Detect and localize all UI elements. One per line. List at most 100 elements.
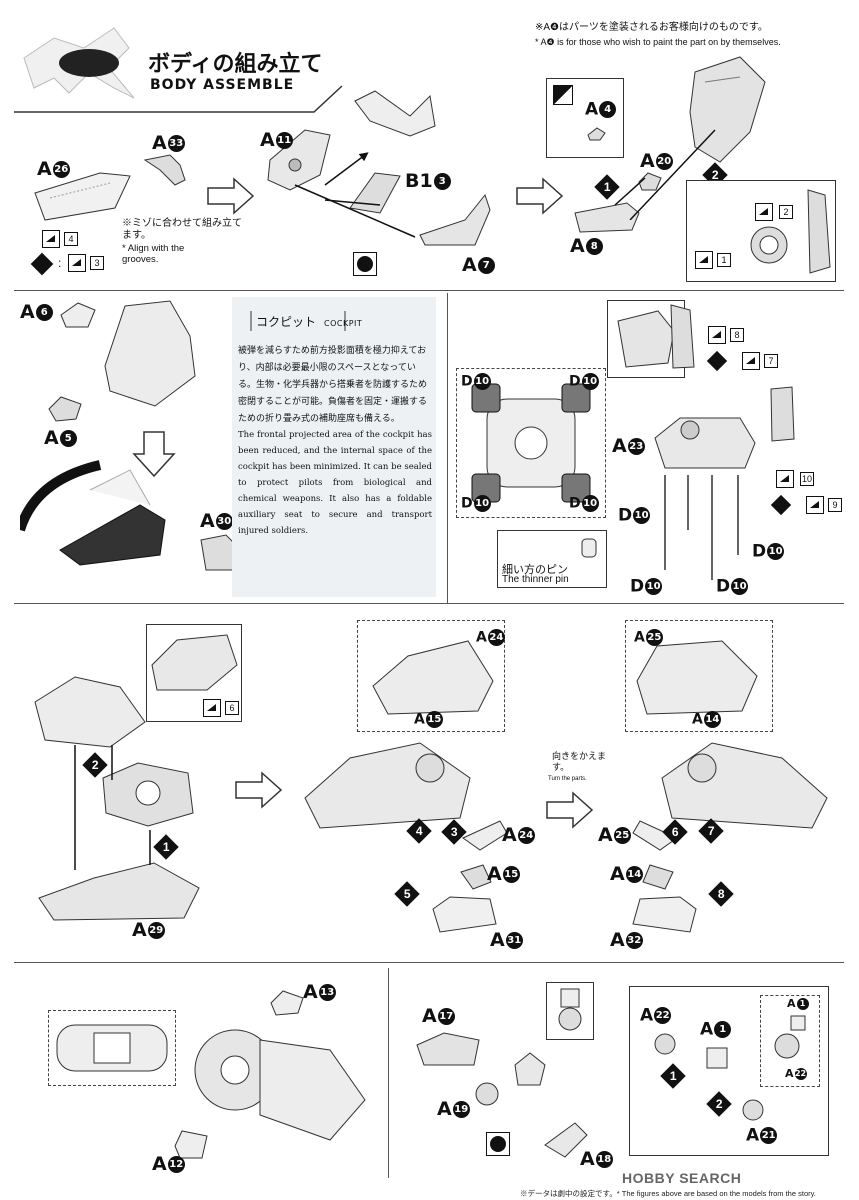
part-a9-side [770,386,795,442]
glue-icon [486,1132,510,1156]
cockpit-text-en: The frontal projected area of the cockpi… [238,430,432,536]
page-title: ボディの組み立て [148,52,323,77]
page-subtitle: BODY ASSEMBLE [150,77,295,93]
part-cockpit-closed [20,460,166,566]
ref-number: 4 [64,232,78,246]
ref-number: 2 [779,205,793,219]
ref-number: 7 [764,354,778,368]
part-a8-detail [750,226,788,264]
part-upper-body [354,90,436,137]
paint-icon [553,85,573,105]
cut-icon [755,203,773,221]
glue-icon [353,252,377,276]
step-arrows [74,745,151,870]
part-body-left [304,742,471,829]
pin-icon [581,538,597,558]
a18-detail-box [546,982,594,1040]
next-arrow [546,791,594,829]
part-a17 [416,1032,480,1066]
core-detail-box [48,1010,176,1086]
title-underline [14,85,343,113]
part-a8-side [670,304,695,369]
down-arrow [132,431,176,478]
part-a20 [638,172,662,191]
part-a14 [642,864,674,890]
part-a29 [38,862,200,921]
cut-icon [203,699,221,717]
cut-icon [708,326,726,344]
part-a8 [574,202,640,233]
cut-icon [695,251,713,269]
next-arrow [235,771,283,809]
next-arrow [516,177,564,215]
turn-note-jp: 向きをかえます。 [552,752,607,773]
part-core-assembly [194,1029,366,1141]
header-illustration [23,27,135,99]
step-1: 1 [660,1063,686,1089]
part-a2-detail [807,189,831,274]
next-arrow [207,177,255,215]
part-body-right [661,742,828,829]
cut-icon [68,254,86,272]
part-a11 [267,129,331,191]
paint-note-en: * A❹ is for those who wish to paint the … [535,37,781,47]
cut-icon [42,230,60,248]
part-a23-core [102,762,194,827]
part-a5 [48,396,82,422]
watermark: HOBBY SEARCH [622,1170,742,1186]
ref-number: 10 [800,472,814,486]
part-a4 [587,127,606,141]
part-a33 [143,154,186,186]
ref-number: 8 [730,328,744,342]
thinner-pin-jp: 細い方のピン [502,563,568,576]
thinner-pin-box: 細い方のピン The thinner pin [497,530,607,588]
sticker-icon [770,494,792,516]
part-a6 [60,302,96,328]
part-cockpit-unit [34,676,146,748]
part-a26 [34,172,131,221]
ref-number: 9 [828,498,842,512]
part-a18 [544,1122,588,1158]
sticker-icon [706,350,728,372]
ref-number: 6 [225,701,239,715]
cut-icon [776,470,794,488]
part-a32 [632,896,697,933]
step-arrows [614,129,716,220]
part-a31 [432,896,497,933]
